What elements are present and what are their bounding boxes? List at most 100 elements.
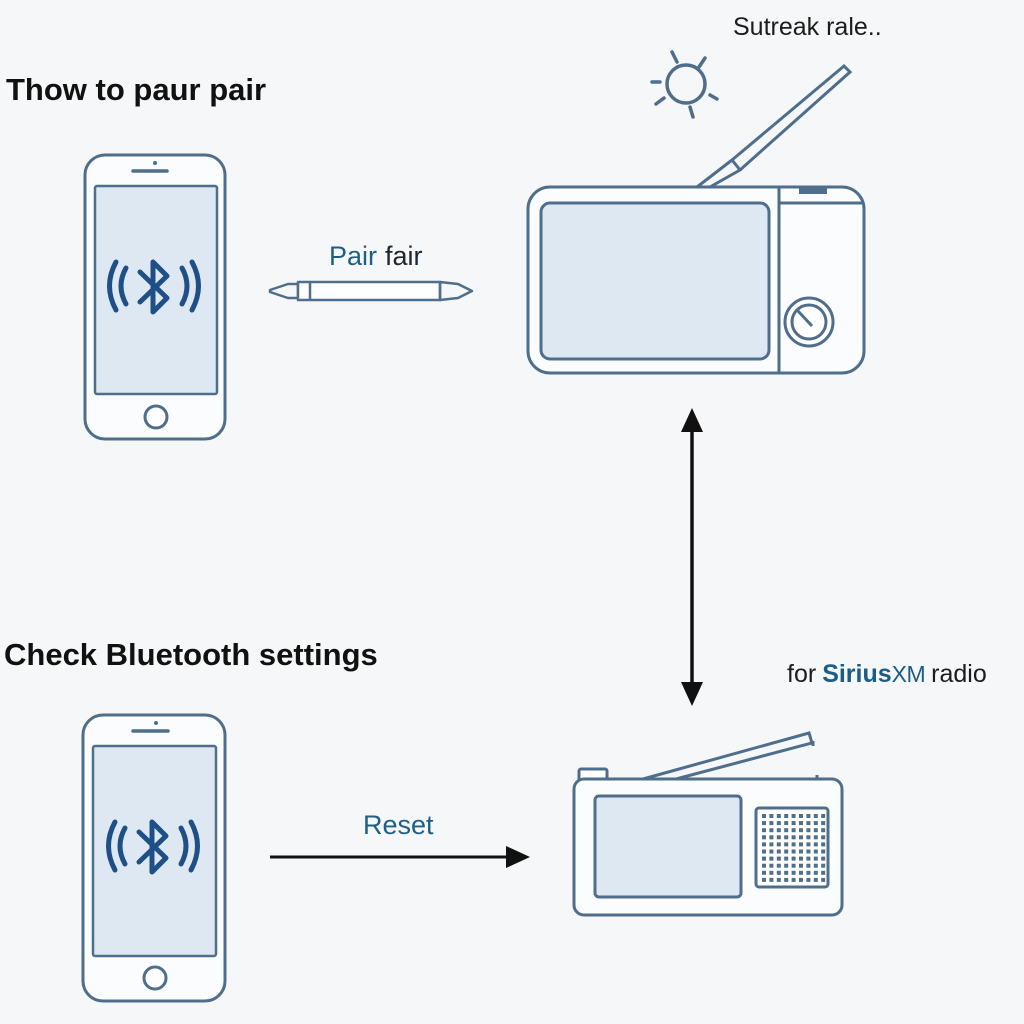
grille-dot [791,856,796,861]
grille-dot [762,814,766,818]
tuning-knob-icon [783,296,835,348]
antenna-icon [696,63,853,189]
grille-dot [784,842,789,847]
grille-dot [762,849,766,854]
bluetooth-icon [107,259,201,315]
grille-dot [799,849,803,854]
grille-dot [799,842,803,847]
grille-dot [769,814,774,818]
grille-dot [776,828,781,833]
grille-dot [784,828,789,833]
grille-dot [762,870,766,875]
top-note: Sutreak rale.. [733,13,882,41]
grille-dot [821,821,826,826]
connector-pen-icon [268,280,474,302]
grille-dot [762,828,766,833]
grille-dot [799,835,803,840]
grille-dot [762,877,766,882]
grille-dot [769,835,774,840]
grille-dot [784,821,789,826]
grille-dot [813,814,818,818]
grille-dot [806,863,811,868]
grille-dot [776,821,781,826]
grille-dot [813,835,818,840]
grille-dot [791,821,796,826]
grille-dot [806,821,811,826]
grille-dot [806,870,811,875]
grille-dot [799,870,803,875]
grille-dot [784,856,789,861]
grille-dot [762,856,766,861]
grille-dot [799,863,803,868]
sun-icon [650,50,719,119]
grille-dot [784,870,789,875]
bluetooth-icon [106,819,200,875]
brand-name-1: Sirius [822,660,892,688]
grille-dot [813,870,818,875]
grille-dot [791,877,796,882]
grille-dot [821,877,826,882]
grille-dot [762,835,766,840]
grille-dot [813,849,818,854]
section-heading: Check Bluetooth settings [4,637,378,672]
grille-dot [769,870,774,875]
grille-dot [821,814,826,818]
bidirectional-arrow [681,408,703,706]
grille-dot [813,821,818,826]
grille-dot [813,842,818,847]
grille-dot [769,849,774,854]
grille-dot [776,835,781,840]
radio-icon [526,63,866,375]
grille-dot [784,835,789,840]
pair-word-1: Pair [329,241,378,271]
grille-dot [791,842,796,847]
grille-dot [821,842,826,847]
grille-dot [776,877,781,882]
grille-dot [769,856,774,861]
grille-dot [813,828,818,833]
grille-dot [806,877,811,882]
grille-dot [769,877,774,882]
grille-dot [821,828,826,833]
grille-dot [791,835,796,840]
grille-dot [799,814,803,818]
grille-dot [821,863,826,868]
grille-dot [776,842,781,847]
grille-dot [769,821,774,826]
reset-label: Reset [363,810,434,840]
pair-word-2: fair [385,241,423,271]
grille-dot [762,863,766,868]
grille-dot [776,856,781,861]
speaker-grille-icon [754,806,830,889]
grille-dot [762,821,766,826]
reset-arrow [270,846,530,868]
grille-dot [776,849,781,854]
grille-dot [769,828,774,833]
grille-dot [821,849,826,854]
grille-dot [769,842,774,847]
grille-dot [799,821,803,826]
grille-dot [806,842,811,847]
grille-dot [769,863,774,868]
grille-dot [799,856,803,861]
grille-dot [821,835,826,840]
page-title: Thow to paur pair [6,72,267,107]
grille-dot [806,856,811,861]
grille-dot [799,828,803,833]
grille-dot [799,877,803,882]
grille-dot [813,877,818,882]
grille-dot [806,814,811,818]
grille-dot [806,828,811,833]
antenna-icon [642,731,815,781]
grille-dot [784,849,789,854]
grille-dot [821,870,826,875]
grille-dot [821,856,826,861]
grille-dot [791,870,796,875]
grille-dot [806,849,811,854]
grille-dot [791,814,796,818]
grille-dot [784,814,789,818]
grille-dot [784,877,789,882]
